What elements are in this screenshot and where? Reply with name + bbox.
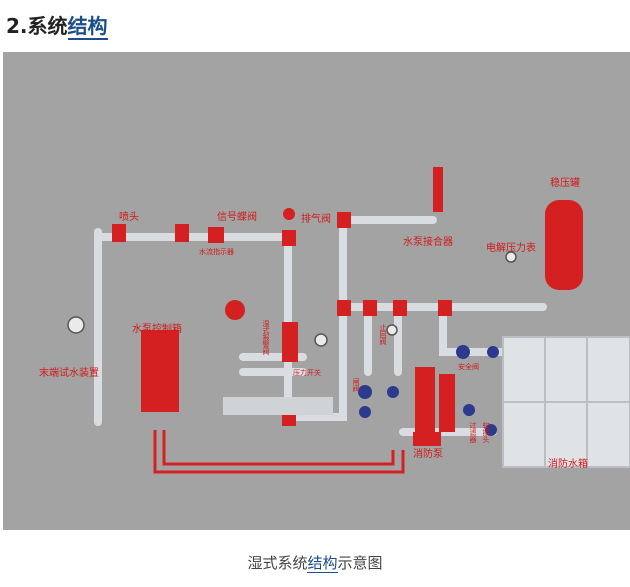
system-diagram: 喷头 信号蝶阀 排气阀 水泵接合器 稳压罐 电解压力表 水泵控制箱 末端试水装置… xyxy=(3,52,630,530)
gauge-alarm xyxy=(314,333,328,347)
section-heading: 2.系统结构 xyxy=(6,10,108,40)
caption-suffix: 示意图 xyxy=(337,554,383,572)
label-flex-joint: 软接头 xyxy=(482,422,490,443)
caption-link[interactable]: 结构 xyxy=(307,554,338,573)
label-pressure-gauge: 电解压力表 xyxy=(486,243,536,254)
heading-link[interactable]: 结构 xyxy=(67,14,108,40)
figure-caption: 湿式系统结构示意图 xyxy=(0,552,630,573)
fire-pump-1 xyxy=(415,367,435,432)
control-box-body xyxy=(141,330,179,412)
tee-fitting xyxy=(363,300,377,316)
label-strainer: 过滤器 xyxy=(469,422,477,443)
label-alarm-valve: 湿式报警阀 xyxy=(262,320,270,355)
heading-prefix: 2.系统 xyxy=(6,14,68,38)
control-wiring xyxy=(153,430,405,474)
label-pressure-tank: 稳压罐 xyxy=(550,178,580,189)
drain-tray xyxy=(223,397,333,415)
fire-pump-2 xyxy=(439,374,455,432)
pressure-tank-body xyxy=(545,200,583,290)
dark-valves xyxy=(358,345,499,436)
label-pump-control-box: 水泵控制箱 xyxy=(132,324,182,335)
label-check-valve: 止回阀 xyxy=(379,324,387,345)
tee-fitting xyxy=(337,300,351,316)
label-sprinkler: 喷头 xyxy=(119,212,139,223)
sprinkler-head xyxy=(175,224,189,242)
caption-prefix: 湿式系统 xyxy=(247,554,308,572)
label-pressure-switch: 压力开关 xyxy=(293,369,321,377)
sprinkler-head xyxy=(112,224,126,242)
red-fittings xyxy=(112,167,583,446)
label-fire-pump: 消防泵 xyxy=(413,449,443,460)
pipe-riser-return xyxy=(284,218,347,421)
fire-tank xyxy=(502,336,630,468)
elbow-fitting xyxy=(282,230,296,246)
label-relief-valve: 安全阀 xyxy=(458,363,479,371)
tee-fitting xyxy=(438,300,452,316)
alarm-valve-body xyxy=(282,322,298,362)
label-flow-indicator: 水流指示器 xyxy=(199,248,234,256)
label-fire-tank: 消防水箱 xyxy=(548,459,588,470)
gauge-end-test xyxy=(67,316,85,334)
signal-valve-body xyxy=(208,227,224,243)
exhaust-valve-body xyxy=(283,208,295,220)
elbow-fitting xyxy=(337,212,351,228)
label-gate-valve: 闸阀 xyxy=(352,378,360,392)
label-pump-adapter: 水泵接合器 xyxy=(403,237,453,248)
gauge-pump xyxy=(386,324,398,336)
diagram-drawing xyxy=(67,167,630,474)
adapter-riser xyxy=(433,167,443,212)
label-end-test-device: 末端试水装置 xyxy=(39,368,99,379)
water-motor-gong xyxy=(225,300,245,320)
label-exhaust-valve: 排气阀 xyxy=(301,214,331,225)
gauge-tank xyxy=(505,251,517,263)
tee-fitting xyxy=(393,300,407,316)
label-signal-valve: 信号蝶阀 xyxy=(217,212,257,223)
pump-base xyxy=(413,432,441,446)
